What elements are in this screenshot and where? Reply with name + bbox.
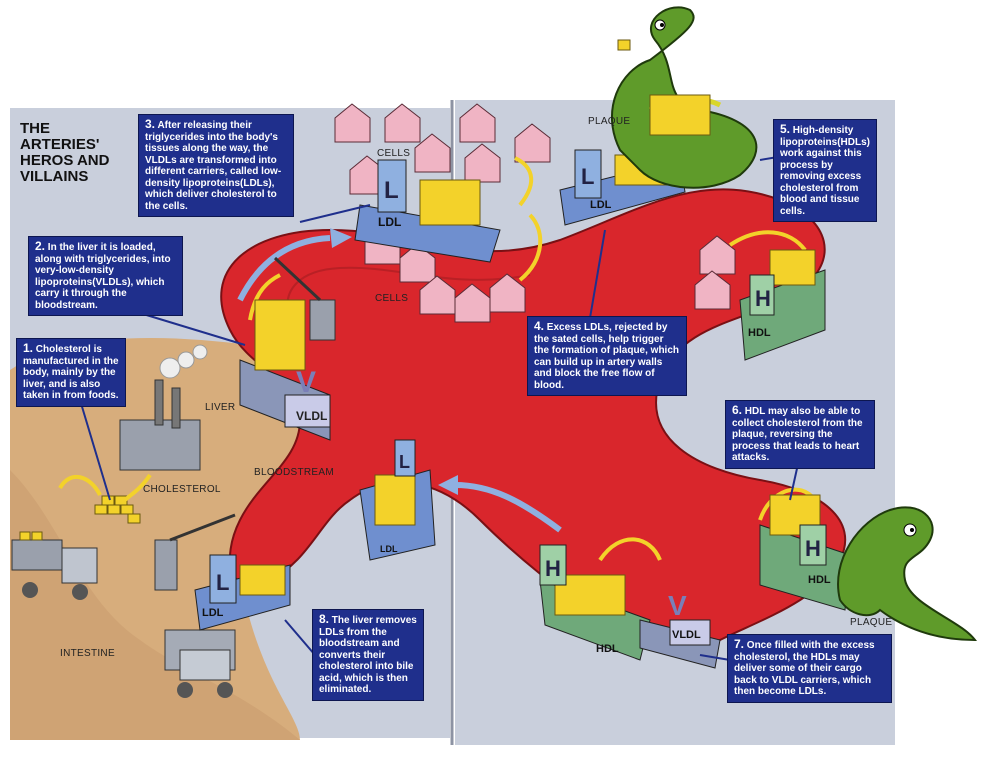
ldl-ship-letter: L — [399, 452, 410, 472]
curved-arrow-icon — [248, 273, 281, 321]
liver-label: LIVER — [205, 402, 236, 413]
callout-number: 7. — [734, 637, 745, 651]
callout-6: 6. HDL may also be able to collect chole… — [725, 400, 875, 469]
callout-text: Excess LDLs, rejected by the sated cells… — [534, 322, 679, 391]
title-line: ARTERIES' — [20, 136, 100, 153]
river-shading — [286, 266, 531, 321]
plaque-monster-bottom-icon — [837, 506, 978, 642]
callout-text: Once filled with the excess cholesterol,… — [734, 640, 875, 697]
cells-bottom-label: CELLS — [375, 293, 409, 304]
hdl-ship-plaque-label: HDL — [808, 574, 831, 586]
crane-icon — [273, 256, 336, 341]
flow-arrow-icon — [237, 235, 331, 302]
flow-arrowhead-icon — [330, 228, 352, 248]
title-line: THE — [20, 120, 50, 137]
vldl-ship-letter: V — [296, 366, 316, 399]
callout-text: The liver removes LDLs from the bloodstr… — [319, 615, 417, 695]
callout-8: 8. The liver removes LDLs from the blood… — [312, 609, 424, 701]
plaque-monster-top-icon — [611, 6, 758, 189]
flow-arrowhead-icon — [438, 475, 458, 495]
truck-icon — [164, 629, 236, 698]
callout-4: 4. Excess LDLs, rejected by the sated ce… — [527, 316, 687, 396]
ldl-ship-plaque-label: LDL — [590, 199, 612, 211]
callout-2: 2. In the liver it is loaded, along with… — [28, 236, 183, 316]
ldl-ship-letter: L — [216, 570, 229, 595]
plaque-bottom-label: PLAQUE — [850, 617, 893, 628]
callout-number: 8. — [319, 612, 330, 626]
cholesterol-label: CHOLESTEROL — [143, 484, 221, 495]
curved-arrow-icon — [728, 230, 807, 252]
crane-icon — [154, 513, 236, 591]
callout-1: 1. Cholesterol is manufactured in the bo… — [16, 338, 126, 407]
curved-arrow-icon — [58, 475, 102, 496]
curved-arrow-icon — [518, 213, 543, 282]
ldl-ship-liver-icon: L LDL — [194, 554, 291, 631]
callout-number: 1. — [23, 341, 34, 355]
callout-text: After releasing their triglycerides into… — [145, 120, 282, 212]
callout-number: 5. — [780, 122, 791, 136]
hdl-ship-letter: H — [755, 286, 771, 311]
ldl-ship-letter: L — [384, 177, 399, 204]
intestine-ground — [10, 470, 300, 740]
curved-arrow-icon — [598, 537, 662, 562]
curved-arrow-icon — [123, 473, 152, 502]
cells-top-label: CELLS — [377, 148, 411, 159]
callout-text: HDL may also be able to collect choleste… — [732, 406, 863, 463]
truck-icon — [11, 531, 98, 600]
vldl-ship-letter: V — [668, 590, 687, 621]
curved-arrow-icon — [514, 156, 534, 207]
callout-text: High-density lipoproteins(HDLs) work aga… — [780, 125, 870, 217]
hdl-ship-plaque-icon: H HDL — [759, 494, 851, 611]
ldl-ship-cells-label: LDL — [378, 215, 401, 229]
callout-3: 3. After releasing their triglycerides i… — [138, 114, 294, 217]
callout-text: Cholesterol is manufactured in the body,… — [23, 344, 119, 401]
vldl-ship-bottom-label: VLDL — [672, 629, 701, 641]
ldl-ship-river-label: LDL — [380, 544, 398, 554]
ldl-ship-liver-label: LDL — [202, 607, 224, 619]
callout-5: 5. High-density lipoproteins(HDLs) work … — [773, 119, 877, 222]
callout-number: 4. — [534, 319, 545, 333]
hdl-ship-letter: H — [545, 556, 561, 581]
callout-7: 7. Once filled with the excess cholester… — [727, 634, 892, 703]
plaque-top-label: PLAQUE — [588, 116, 631, 127]
callout-number: 2. — [35, 239, 46, 253]
callout-text: In the liver it is loaded, along with tr… — [35, 242, 171, 311]
ldl-ship-letter: L — [581, 164, 594, 189]
vldl-ship-label: VLDL — [296, 409, 327, 423]
ldl-ship-river-icon: L LDL — [359, 439, 436, 561]
hdl-ship-right-icon: H HDL — [739, 249, 826, 361]
callout-number: 6. — [732, 403, 743, 417]
flow-arrow-icon — [454, 482, 562, 533]
hdl-ship-right-label: HDL — [748, 327, 771, 339]
hdl-ship-bottom-icon: H HDL — [539, 544, 651, 661]
hdl-ship-letter: H — [805, 536, 821, 561]
bloodstream-label: BLOODSTREAM — [254, 467, 334, 478]
factory-icon — [119, 344, 208, 471]
title-line: VILLAINS — [20, 168, 89, 185]
title-line: HEROS AND — [20, 152, 110, 169]
callout-number: 3. — [145, 117, 156, 131]
vldl-ship-icon: VLDL V — [239, 299, 331, 441]
ldl-ship-cells-icon: L LDL — [354, 159, 501, 263]
intestine-label: INTESTINE — [60, 648, 115, 659]
diagram-title: THE ARTERIES' HEROS AND VILLAINS — [20, 121, 140, 185]
hdl-ship-bottom-label: HDL — [596, 643, 619, 655]
